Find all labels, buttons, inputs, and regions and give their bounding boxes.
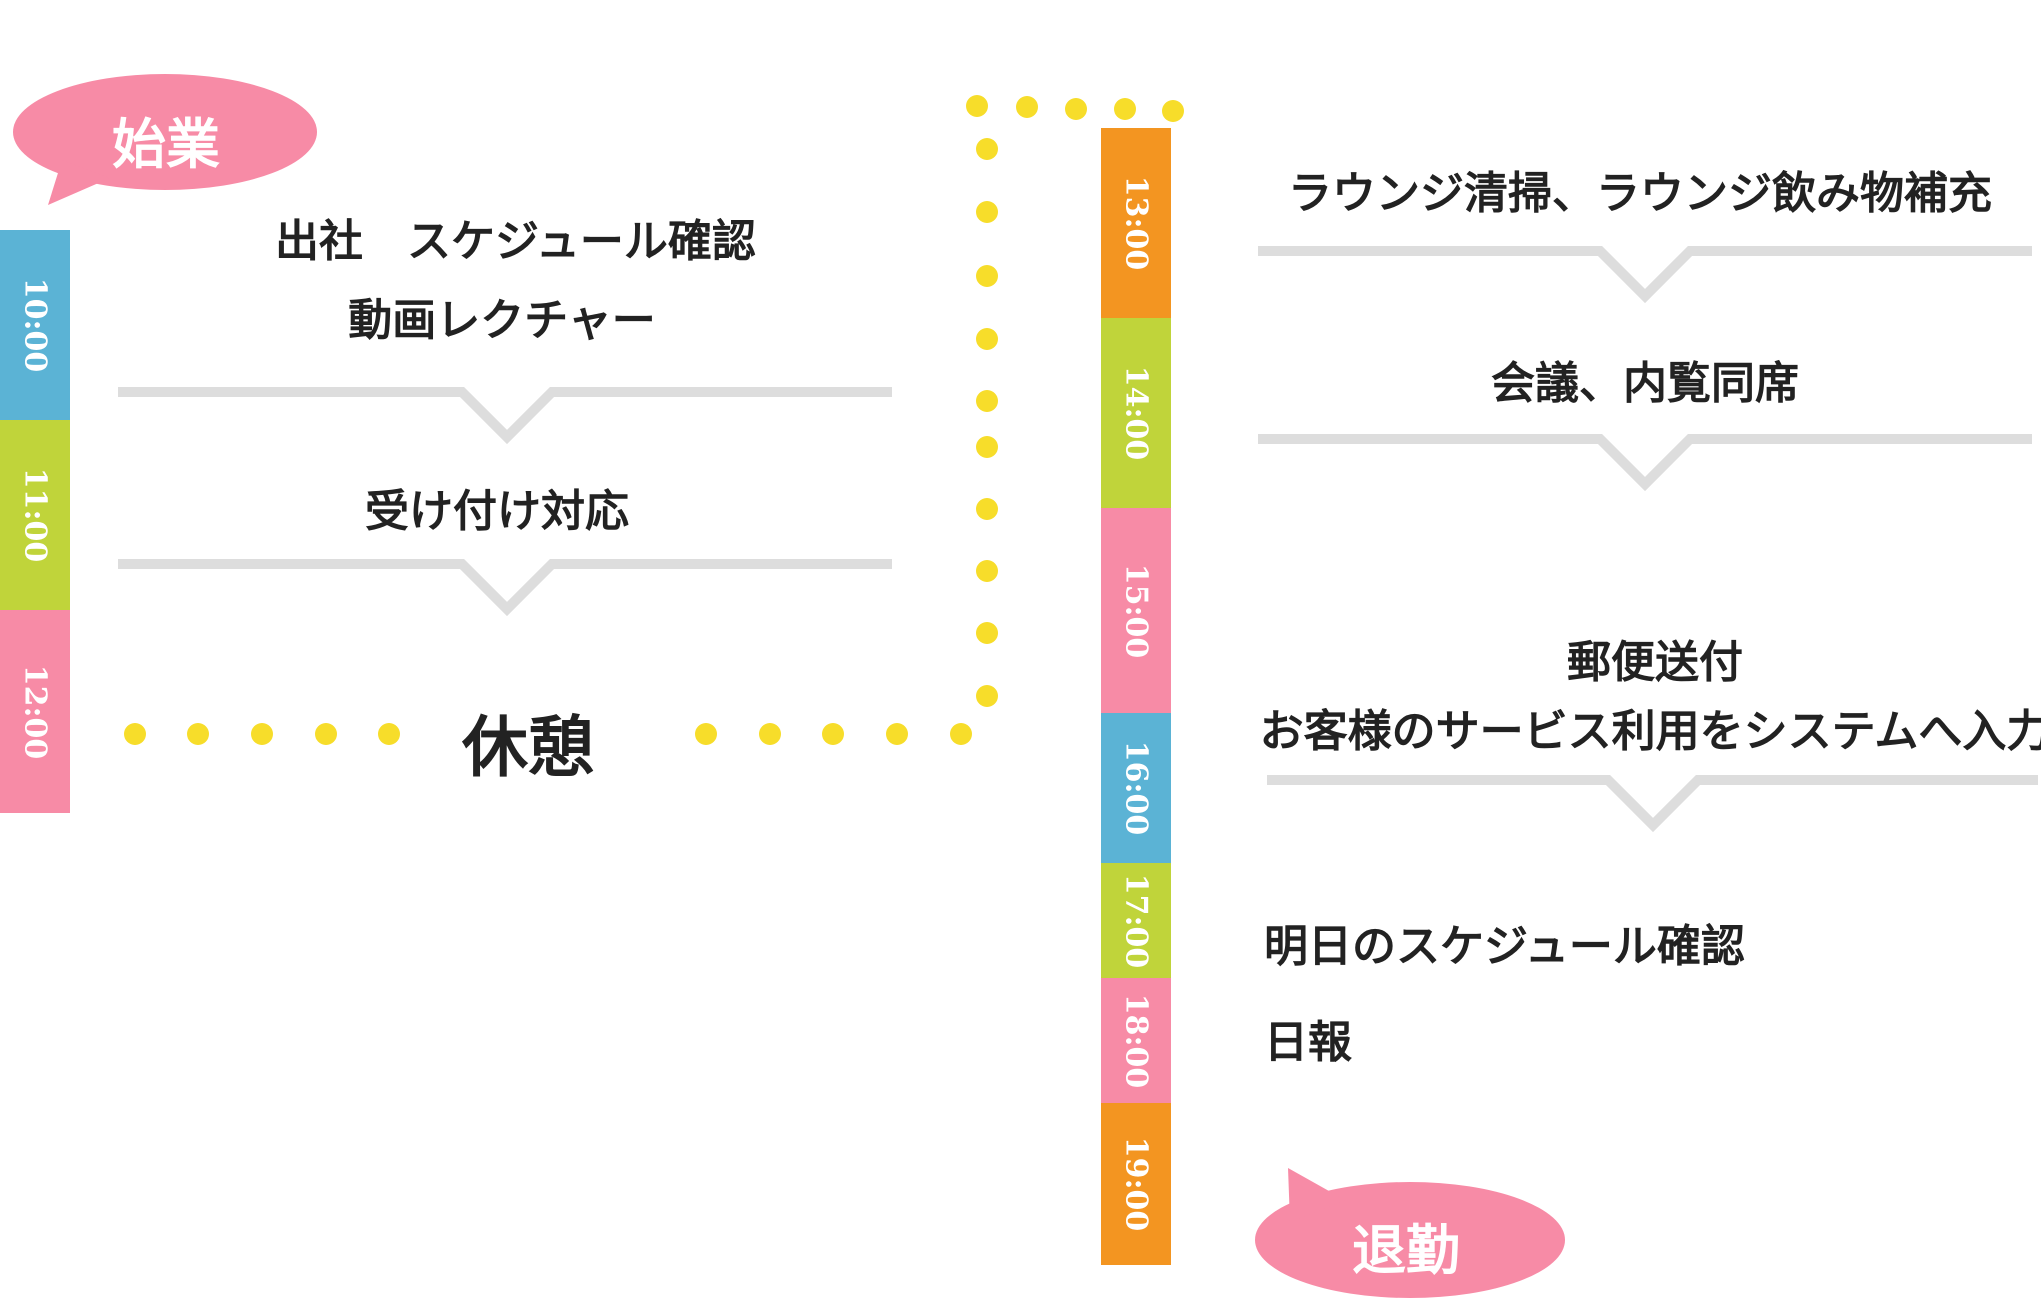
hour-label: 13:00 <box>1118 175 1154 271</box>
start-bubble <box>13 74 317 205</box>
hour-label: 12:00 <box>17 664 53 759</box>
hour-segment: 11:00 <box>0 420 70 610</box>
activity-lecture: 動画レクチャー <box>348 295 656 346</box>
separator-right-2 <box>1258 434 2032 492</box>
break-dots <box>124 95 1184 745</box>
hour-label: 19:00 <box>1118 1136 1154 1232</box>
hour-label: 18:00 <box>1118 993 1154 1088</box>
separator-left-2 <box>118 559 892 617</box>
hour-label: 10:00 <box>17 277 53 373</box>
hour-segment: 17:00 <box>1101 863 1171 978</box>
activity-lounge: ラウンジ清掃、ラウンジ飲み物補充 <box>1288 168 1992 219</box>
activity-arrival: 出社 スケジュール確認 <box>275 216 756 267</box>
activity-report: 日報 <box>1264 1017 1352 1068</box>
hour-segment: 15:00 <box>1101 508 1171 713</box>
activity-mail: 郵便送付 <box>1567 637 1743 688</box>
separator-right-1 <box>1258 246 2032 304</box>
hour-segment: 13:00 <box>1101 128 1171 318</box>
timeline-right: 13:00 14:00 15:00 16:00 17:00 18:00 19:0… <box>1101 128 1171 1265</box>
hour-segment: 16:00 <box>1101 713 1171 863</box>
timeline-left: 10:00 11:00 12:00 <box>0 230 70 813</box>
hour-label: 15:00 <box>1118 563 1154 658</box>
activity-meeting: 会議、内覧同席 <box>1491 358 1799 409</box>
separator-left-1 <box>118 387 892 445</box>
activity-input: お客様のサービス利用をシステムへ入力 <box>1259 706 2041 757</box>
break-label: 休憩 <box>462 709 594 786</box>
hour-segment: 12:00 <box>0 610 70 813</box>
hour-segment: 14:00 <box>1101 318 1171 508</box>
hour-label: 16:00 <box>1118 740 1154 836</box>
hour-label: 17:00 <box>1118 873 1154 968</box>
activity-reception: 受け付け対応 <box>365 486 629 537</box>
activity-schedule: 明日のスケジュール確認 <box>1264 921 1745 972</box>
separator-right-3 <box>1267 775 2038 833</box>
hour-segment: 18:00 <box>1101 978 1171 1103</box>
hour-segment: 19:00 <box>1101 1103 1171 1265</box>
start-bubble-label: 始業 <box>112 113 220 176</box>
hour-label: 14:00 <box>1118 365 1154 461</box>
hour-label: 11:00 <box>17 467 53 563</box>
end-bubble <box>1255 1168 1565 1298</box>
end-bubble-label: 退勤 <box>1352 1219 1460 1282</box>
hour-segment: 10:00 <box>0 230 70 420</box>
